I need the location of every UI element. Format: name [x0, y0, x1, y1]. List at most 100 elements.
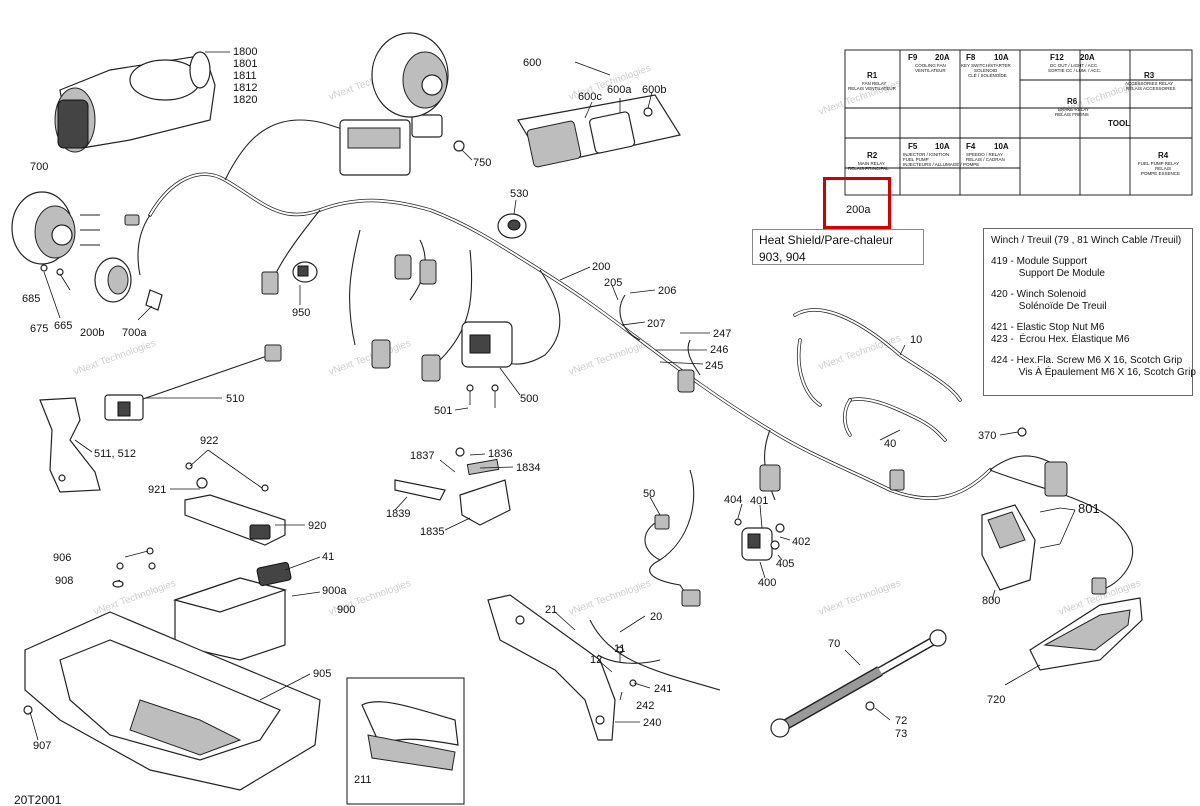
callout: 1800: [233, 46, 257, 58]
callout: 40: [884, 438, 896, 450]
heat-shield-note: Heat Shield/Pare-chaleur 903, 904: [752, 229, 924, 265]
fuse-f5-desc: INJECTOR / IGNITION: [903, 152, 949, 157]
fuse-f5-desc3: INJECTEURS / ALLUMAGE / POMPE: [903, 162, 979, 167]
watermark: vNext Technologies: [817, 578, 902, 618]
headlight-top-center: [371, 32, 449, 118]
fuse-f12-code: F12: [1050, 53, 1064, 62]
relay-r6-code: R6: [1067, 97, 1078, 106]
relay-r2-desc2: RELAIS PRINCIPAL: [848, 166, 889, 171]
diagram-id: 20T2001: [14, 793, 62, 806]
watermark: vNext Technologies: [567, 578, 652, 618]
relay-r1-desc: FAN RELAY: [862, 81, 886, 86]
fuse-f8-desc3: CLÉ / SOLÉNOÏDE: [968, 72, 1007, 78]
callout: 905: [313, 668, 331, 680]
highlight-200a-label: 200a: [846, 204, 871, 216]
callout: 400: [758, 577, 776, 589]
fuse-f5-code: F5: [908, 142, 918, 151]
part-1835: [394, 447, 511, 526]
callout: 1836: [488, 448, 512, 460]
callout-numbers: 1800 1801 1811 1812 1820 700 685 675 665…: [14, 46, 1100, 806]
fuse-f4-amp: 10A: [994, 142, 1009, 151]
watermark: vNext Technologies: [817, 78, 902, 118]
fuse-f12-desc2: SORTIE CC / LUM. / ACC.: [1048, 68, 1101, 73]
relay-r1-desc2: RELAIS VENTILATEUR: [848, 86, 897, 91]
callout: 241: [654, 683, 672, 695]
heat-shield-line1: Heat Shield/Pare-chaleur: [759, 233, 894, 247]
winch-legend: Winch / Treuil (79 , 81 Winch Cable /Tre…: [983, 228, 1196, 396]
fuse-f4-code: F4: [966, 142, 976, 151]
leader-lines: [29, 51, 1076, 741]
relay-r4-desc2: RELAIS: [1155, 166, 1171, 171]
callout: 50: [643, 488, 655, 500]
switches: [292, 213, 527, 283]
callout: 501: [434, 405, 452, 417]
battery-tray-905: [23, 611, 321, 791]
callout: 242: [636, 700, 654, 712]
fuse-f8-desc2: SOLENOID: [974, 68, 998, 73]
callout: 401: [750, 495, 768, 507]
callout: 530: [510, 188, 528, 200]
callout: 402: [792, 536, 810, 548]
callout: 247: [713, 328, 731, 340]
fuse-labels: F9 20A COOLING FAN VENTILATEUR F8 10A KE…: [846, 53, 1180, 216]
fuse-f8-amp: 10A: [994, 53, 1009, 62]
solenoid-400: [734, 518, 785, 561]
callout: 950: [292, 307, 310, 319]
callout: 20: [650, 611, 662, 623]
winch-item-line: 421 - Elastic Stop Nut M6: [991, 321, 1105, 333]
battery-900: [112, 547, 292, 661]
winch-item-line: 420 - Winch Solenoid: [991, 288, 1087, 300]
callout: 922: [200, 435, 218, 447]
inset-211: [346, 677, 465, 805]
callout: 675: [30, 323, 48, 335]
fuse-box-body: [339, 114, 443, 176]
heat-shield-line2: 903, 904: [759, 250, 806, 264]
callout: 600: [523, 57, 541, 69]
callout: 370: [978, 430, 996, 442]
callout: 1834: [516, 462, 540, 474]
bracket-511: [39, 397, 101, 493]
highlight-200a-box: [823, 177, 891, 229]
relay-r3-code: R3: [1144, 71, 1155, 80]
callout: 200b: [80, 327, 104, 339]
fuse-f5-amp: 10A: [935, 142, 950, 151]
callout: 908: [55, 575, 73, 587]
callout: 665: [54, 320, 72, 332]
battery-hold-920: [184, 462, 286, 546]
callout: 511, 512: [94, 448, 136, 460]
callout: 900a: [322, 585, 347, 597]
relay-r2-desc: MAIN RELAY: [858, 161, 885, 166]
callout: 207: [647, 318, 665, 330]
fuse-f5-desc2: FUEL PUMP: [903, 157, 929, 162]
fuse-f9-desc: COOLING FAN: [915, 63, 946, 68]
callout: 1839: [386, 508, 410, 520]
fuse-f12-desc: DC OUT / LIGHT / ACC.: [1050, 63, 1098, 68]
fuse-f4-desc2: RELAIS / CADRAN: [966, 157, 1005, 162]
module-800: [981, 427, 1061, 591]
relay-r6-desc2: RELAIS FREINS: [1055, 112, 1089, 117]
callout: 500: [520, 393, 538, 405]
callout: 600a: [607, 84, 632, 96]
relay-r6-desc: BRAKE RELAY: [1058, 107, 1089, 112]
callout: 921: [148, 484, 166, 496]
cables-10-40: [793, 308, 962, 442]
watermark: vNext Technologies: [567, 338, 652, 378]
callout: 510: [226, 393, 244, 405]
bracket-240: [487, 594, 721, 741]
callout: 10: [910, 334, 922, 346]
ecu-600: [453, 94, 681, 168]
callout: 41: [322, 551, 334, 563]
winch-item-line: 423 - Écrou Hex. Élastique M6: [991, 334, 1130, 345]
fuse-relay-chart: [844, 49, 1193, 196]
winch-item-line: Vis À Épaulement M6 X 16, Scotch Grip: [991, 367, 1196, 378]
callout: 211: [354, 774, 372, 786]
callout: 246: [710, 344, 728, 356]
headlight-700: [11, 191, 100, 276]
relay-r4-desc3: POMPE ESSENCE: [1141, 171, 1180, 176]
callout: 245: [705, 360, 723, 372]
headlight-200b: [94, 257, 163, 311]
winch-item-line: Solénoïde De Treuil: [991, 301, 1107, 312]
watermark: vNext Technologies: [327, 338, 412, 378]
winch-assembly: [54, 51, 216, 153]
